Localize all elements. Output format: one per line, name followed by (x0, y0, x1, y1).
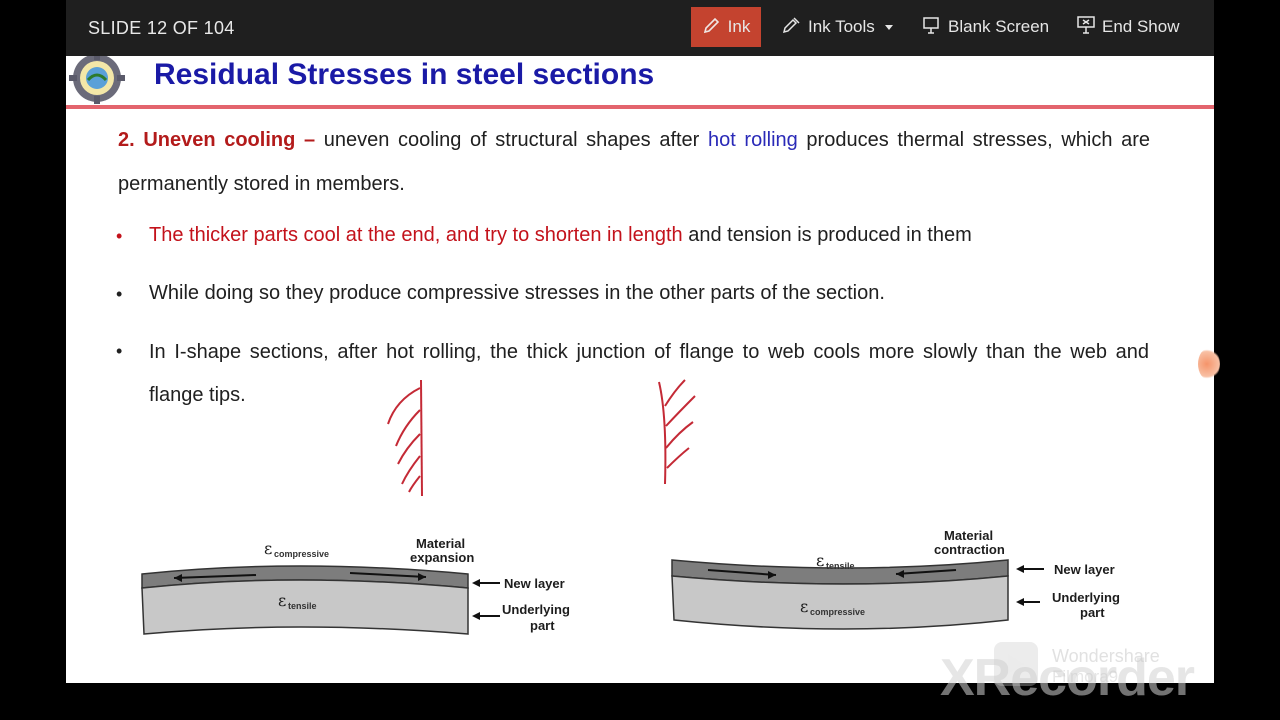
bullet-marker: • (116, 341, 123, 361)
new-layer-label: New layer (1054, 562, 1115, 577)
filmora-watermark: Filmora9 (1052, 667, 1119, 686)
strain-tensile-label: tensile (826, 561, 855, 571)
strain-compressive-label: compressive (810, 607, 865, 617)
bullet-1-red-text: The thicker parts cool at the end, and t… (149, 224, 683, 246)
strain-tensile-label: tensile (288, 601, 317, 611)
underlying-label-1: Underlying (502, 602, 570, 617)
ink-tools-label: Ink Tools (808, 17, 875, 36)
paragraph-text-after: produces thermal stresses, which are per… (118, 129, 1151, 195)
material-label-2: contraction (934, 542, 1005, 557)
strain-compressive-label: compressive (274, 549, 329, 559)
underlying-label-1: Underlying (1052, 590, 1120, 605)
end-show-label: End Show (1102, 17, 1180, 36)
bullet-marker: • (116, 284, 123, 304)
filmora-logo-icon (990, 638, 1042, 690)
strain-compressive-symbol: ε (800, 597, 808, 616)
underlying-label-2: part (1080, 605, 1105, 620)
underlying-label-2: part (530, 618, 555, 633)
bullet-1-text: and tension is produced in them (682, 224, 972, 246)
slide-title: Residual Stresses in steel sections (154, 58, 655, 91)
paragraph-text-before: uneven cooling of structural shapes afte… (315, 129, 708, 151)
presenter-toolbar: SLIDE 12 OF 104 Ink Ink Tools Blank Scre… (66, 0, 1214, 56)
contraction-diagram: ε tensile ε compressive Material contrac… (671, 528, 1120, 630)
floating-recorder-handle[interactable] (1198, 348, 1220, 380)
expansion-diagram: ε compressive ε tensile Material expansi… (141, 536, 570, 635)
paragraph-number: 2. (118, 129, 144, 151)
xrecorder-watermark: XRecorder (940, 649, 1195, 707)
ink-tools-button[interactable]: Ink Tools (782, 7, 893, 47)
new-layer-label: New layer (504, 576, 565, 591)
end-show-button[interactable]: End Show (1076, 7, 1180, 47)
pen-tools-icon (782, 15, 802, 40)
ink-button[interactable]: Ink (691, 7, 761, 47)
paragraph-highlight: hot rolling (707, 129, 798, 151)
institution-logo (66, 56, 126, 104)
bullet-1: The thicker parts cool at the end, and t… (149, 224, 1149, 247)
bullet-2: While doing so they produce compressive … (149, 282, 885, 304)
presentation-icon (1076, 15, 1096, 40)
blank-screen-label: Blank Screen (948, 17, 1050, 36)
chevron-down-icon (884, 24, 893, 30)
underlying-part-shape (671, 575, 1009, 630)
bullet-marker: • (116, 226, 123, 246)
title-divider (66, 105, 1214, 109)
screen-icon (922, 15, 942, 40)
slide-canvas: Residual Stresses in steel sections 2. U… (66, 56, 1214, 683)
ink-annotation-hatch-left (387, 379, 423, 497)
ink-button-label: Ink (727, 17, 751, 36)
paragraph-term: Uneven cooling – (143, 129, 316, 151)
underlying-part-shape (141, 579, 469, 635)
blank-screen-button[interactable]: Blank Screen (922, 7, 1049, 47)
cooling-paragraph: 2. Uneven cooling – uneven cooling of st… (118, 118, 1150, 206)
material-label-1: Material (944, 528, 993, 543)
material-label-2: expansion (410, 550, 474, 565)
strain-tensile-symbol: ε (816, 551, 824, 570)
strain-tensile-symbol: ε (278, 591, 286, 610)
strain-compressive-symbol: ε (264, 539, 272, 558)
ink-annotation-hatch-right (658, 379, 696, 485)
material-label-1: Material (416, 536, 465, 551)
pen-icon (702, 15, 722, 40)
slide-counter: SLIDE 12 OF 104 (88, 18, 235, 38)
wondershare-watermark: Wondershare (1052, 646, 1160, 666)
bullet-3: In I-shape sections, after hot rolling, … (149, 341, 1149, 406)
